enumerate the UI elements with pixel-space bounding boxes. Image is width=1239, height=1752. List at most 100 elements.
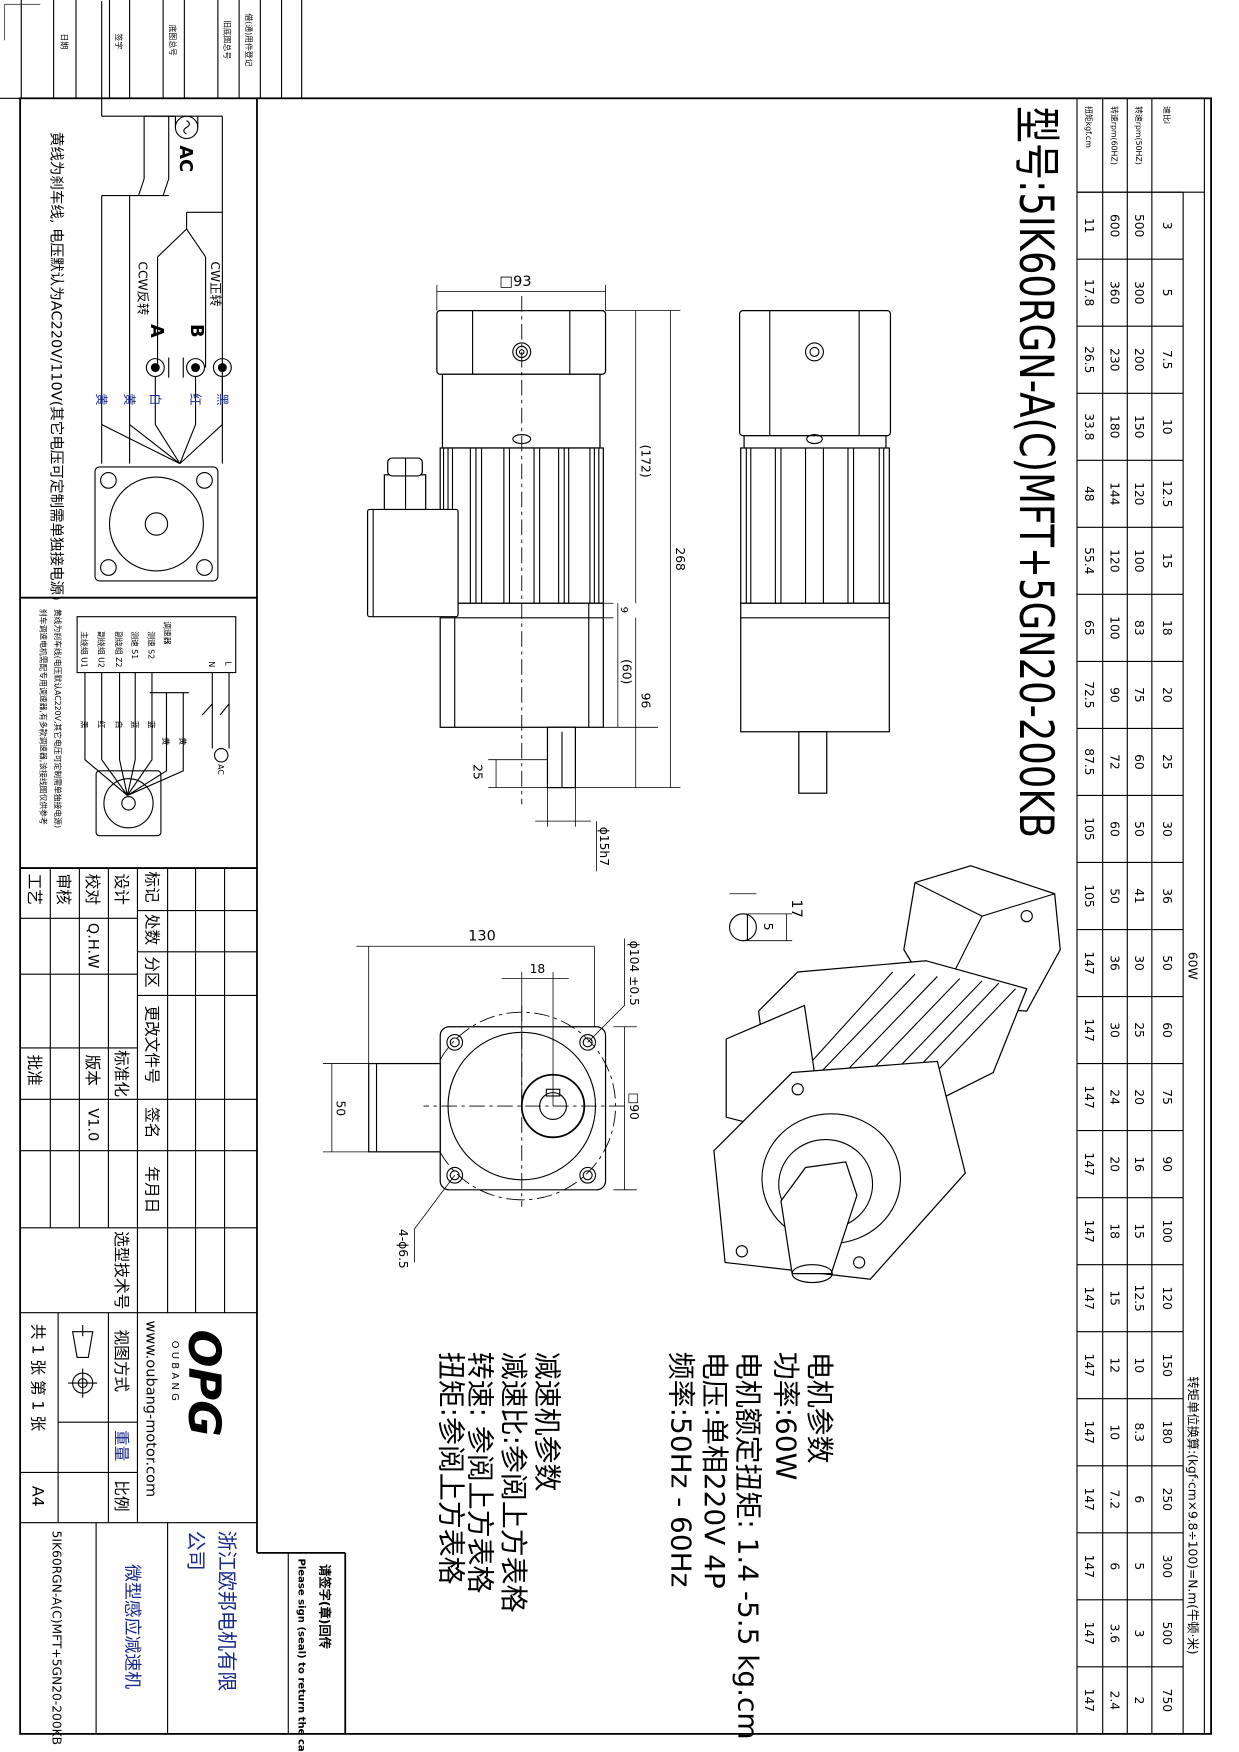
- table-cell-rpm-50hz: 150: [1132, 415, 1146, 438]
- table-cell-ratio: 250: [1160, 1488, 1174, 1511]
- table-cell-torque: 147: [1082, 951, 1096, 974]
- wiring1-ac-label: AC: [175, 145, 196, 172]
- tb-approve: 批准: [25, 1055, 44, 1086]
- table-cell-rpm-60hz: 120: [1108, 549, 1122, 572]
- table-cell-rpm-60hz: 230: [1108, 348, 1122, 371]
- wiring2-terminal: 副绕组 Z2: [114, 631, 124, 667]
- wiring1-note: 黄线为刹车线, 电压默认为AC220V/110V(其它电压可定制需单独接电源): [47, 132, 65, 601]
- table-cell-ratio: 150: [1160, 1354, 1174, 1377]
- table-cell-rpm-60hz: 50: [1108, 888, 1122, 904]
- table-cell-rpm-60hz: 72: [1108, 754, 1122, 770]
- wiring1-wire-label: 红: [188, 393, 203, 405]
- tb-version: V1.0: [84, 1108, 100, 1141]
- wiring2-wire-label: 蓝: [130, 721, 140, 729]
- dim-square-93: □93: [499, 274, 531, 290]
- spec-table: 60W 转矩单位换算:(kgf·cm×9.8÷100)=N.m(牛顿·米) 速比…: [1076, 98, 1205, 1735]
- company-name-line2: 公司: [184, 1531, 208, 1571]
- strip-label-signature: 签字: [114, 34, 124, 50]
- wiring2-terminal: N: [207, 661, 216, 667]
- table-cell-rpm-50hz: 120: [1132, 482, 1146, 505]
- wiring1-wire-label: 黄: [94, 393, 108, 405]
- wiring2-terminal: 主绕组 U1: [80, 631, 90, 668]
- table-cell-rpm-50hz: 500: [1132, 214, 1146, 237]
- table-cell-rpm-50hz: 300: [1132, 281, 1146, 304]
- title-block: 标记 处数 分区 更改文件号 签名 年月日 设计 校对 审核 工艺 Q.H.W …: [20, 868, 333, 1752]
- logo-subtitle: O U B A N G: [169, 1341, 180, 1401]
- company-name-line1: 浙江欧邦电机有限: [215, 1531, 239, 1692]
- motor-frequency: 频率:50Hz - 60Hz: [664, 1352, 697, 1587]
- reducer-speed: 转速: 参阅上方表格: [463, 1352, 496, 1594]
- drawing-frame: [19, 97, 1212, 1735]
- wiring2-wire-label: 红: [96, 721, 106, 729]
- table-cell-ratio: 5: [1160, 289, 1174, 297]
- table-cell-rpm-60hz: 60: [1108, 821, 1122, 837]
- wiring1-a-label: A: [146, 324, 167, 338]
- dim-268: 268: [673, 547, 687, 570]
- table-cell-ratio: 12.5: [1160, 480, 1174, 507]
- tb-check: 校对: [83, 874, 102, 905]
- company-url: www.oubang-motor.com: [142, 1321, 158, 1498]
- tb-checker-name: Q.H.W: [84, 923, 100, 969]
- table-cell-rpm-60hz: 2.4: [1108, 1691, 1122, 1711]
- end-view: 130 18 ϕ104 ±0.5 □90 50 4-ϕ6.5: [322, 929, 641, 1269]
- tb-design: 设计: [112, 874, 131, 905]
- table-cell-rpm-60hz: 15: [1108, 1290, 1122, 1306]
- table-cell-ratio: 36: [1160, 888, 1174, 904]
- table-cell-torque: 147: [1082, 1152, 1096, 1175]
- dim-square-90: □90: [627, 1093, 641, 1120]
- table-cell-rpm-50hz: 75: [1132, 687, 1146, 703]
- motor-parameters: 电机参数 功率:60W 电机额定扭矩: 1.4 -5.5 kg.cm 电压:单相…: [664, 1352, 836, 1740]
- table-cell-rpm-60hz: 100: [1108, 616, 1122, 639]
- signature-request-cn: 请签字(章)回传: [318, 1564, 333, 1649]
- table-cell-rpm-50hz: 20: [1132, 1089, 1146, 1105]
- table-cell-ratio: 500: [1160, 1622, 1174, 1645]
- table-cell-ratio: 90: [1160, 1156, 1174, 1172]
- wiring2-wire-label: 白: [114, 721, 124, 729]
- table-cell-torque: 147: [1082, 1421, 1096, 1444]
- tb-paper-size: A4: [28, 1486, 47, 1507]
- wiring1-b-label: B: [186, 324, 207, 338]
- dim-key-17: 17: [788, 899, 804, 917]
- table-cell-torque: 147: [1082, 1488, 1096, 1511]
- table-cell-rpm-50hz: 25: [1132, 1022, 1146, 1038]
- strip-label-borrowed-parts: 借(通)用件登记: [244, 13, 254, 66]
- row-label-rpm-50hz: 转速rpm(50HZ): [1134, 106, 1144, 165]
- motor-power: 功率:60W: [769, 1352, 802, 1480]
- motor-flange-icon: [95, 770, 162, 837]
- left-strip: 日期 签字 底图总号 旧底图总号 借(通)用件登记: [0, 0, 325, 99]
- projection-symbol-icon: [68, 1324, 98, 1398]
- wiring2-terminal: 副绕组 U2: [96, 631, 106, 668]
- table-cell-ratio: 20: [1160, 687, 1174, 703]
- table-cell-ratio: 50: [1160, 955, 1174, 971]
- product-name: 微型感应减速机: [121, 1564, 142, 1689]
- table-cell-rpm-50hz: 30: [1132, 955, 1146, 971]
- table-cell-torque: 72.5: [1082, 681, 1096, 708]
- motor-flange-icon: [94, 466, 219, 582]
- tb-mark: 标记: [142, 871, 161, 903]
- table-cell-torque: 11: [1082, 218, 1096, 234]
- wiring2-wire-label: 蓝: [147, 721, 157, 729]
- wiring2-controller-label: 调速器: [162, 621, 171, 645]
- dim-60: (60): [619, 659, 633, 684]
- table-cell-ratio: 18: [1160, 620, 1174, 636]
- reducer-parameters: 减速机参数 减速比:参阅上方表格 转速: 参阅上方表格 扭矩:参阅上方表格: [434, 1352, 563, 1613]
- strip-label-base-drawing-no: 底图总号: [168, 25, 178, 56]
- table-cell-rpm-60hz: 18: [1108, 1223, 1122, 1239]
- wiring2-note-2: 刹车调速电机需配专用调速器,有多款调速器,该接线图仅供参考: [38, 609, 48, 825]
- table-cell-torque: 105: [1082, 884, 1096, 907]
- table-cell-rpm-50hz: 8.3: [1132, 1422, 1146, 1442]
- wiring1-ccw-label: CCW反转: [136, 261, 151, 315]
- table-cell-torque: 105: [1082, 817, 1096, 840]
- dim-18: 18: [530, 962, 546, 976]
- table-cell-rpm-60hz: 36: [1108, 955, 1122, 971]
- table-cell-torque: 33.8: [1082, 413, 1096, 440]
- tb-count: 处数: [142, 914, 161, 946]
- table-cell-rpm-60hz: 24: [1108, 1089, 1122, 1105]
- table-cell-ratio: 750: [1160, 1689, 1174, 1712]
- wiring2-wire-label: 黑: [80, 721, 89, 729]
- table-cell-ratio: 25: [1160, 754, 1174, 770]
- row-label-rpm-60hz: 转速rpm(60HZ): [1110, 106, 1120, 165]
- wiring2-note-1: 黄线为刹车线(电压默认AC220V,其它电压可定制需单独接电源): [53, 609, 63, 828]
- dim-mounting-holes: 4-ϕ6.5: [396, 1229, 410, 1269]
